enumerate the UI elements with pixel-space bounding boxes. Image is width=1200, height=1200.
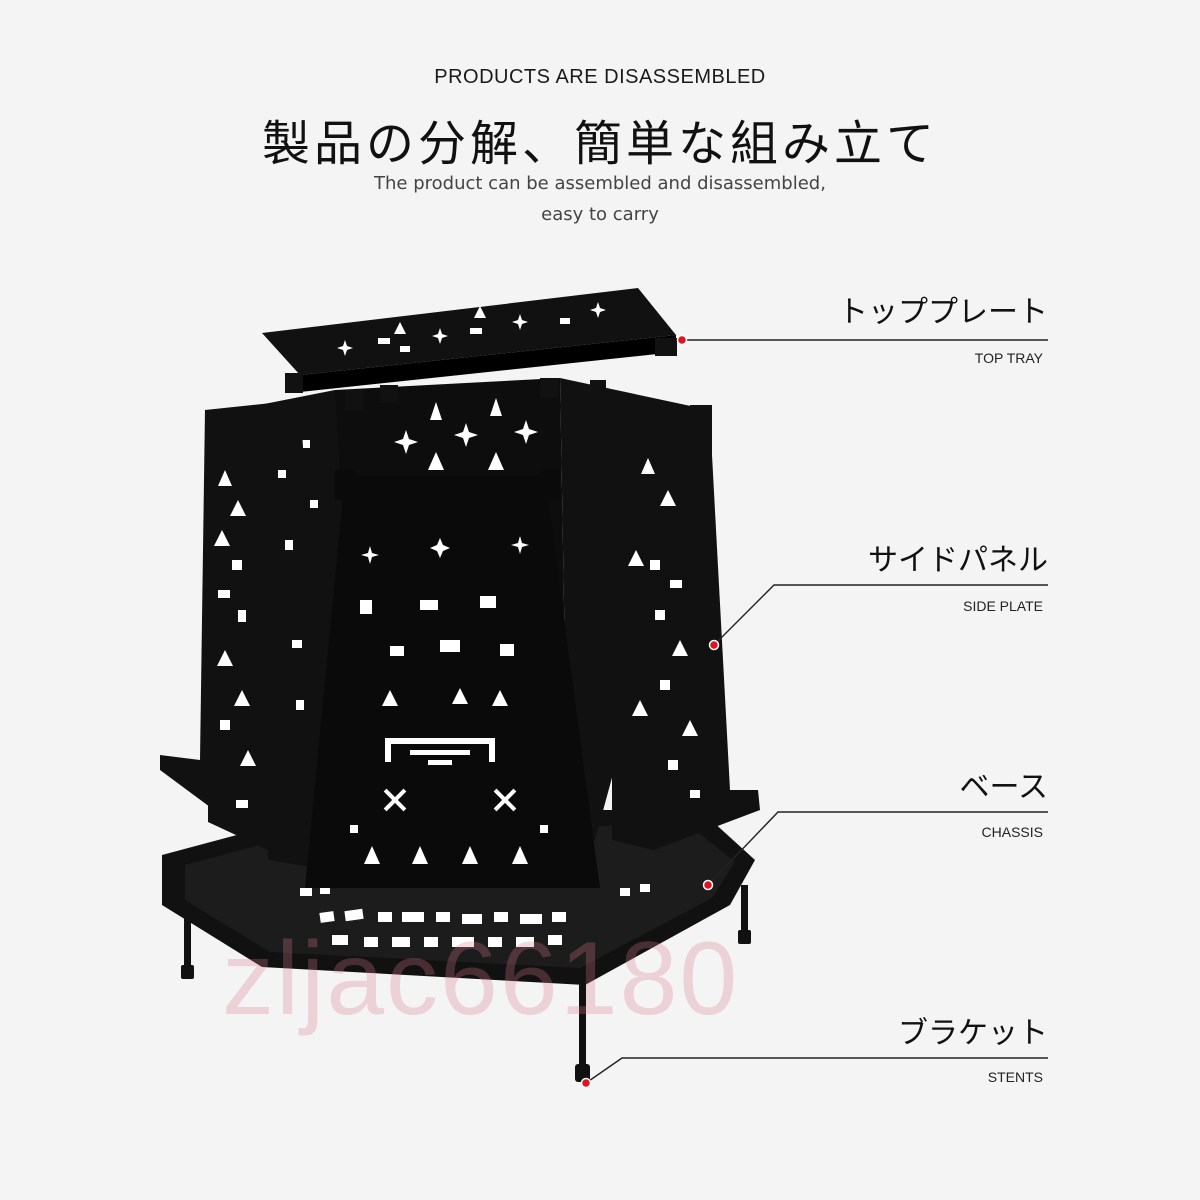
callout-dot-stents — [580, 1077, 592, 1089]
leg-front-foot — [575, 1064, 590, 1082]
side-plate-front — [305, 470, 600, 888]
callout-dot-top-tray — [676, 334, 688, 346]
side-plate-right — [612, 412, 760, 850]
callout-label-stents-jp: ブラケット — [898, 1016, 1048, 1051]
front-panel-cutouts — [350, 536, 548, 864]
callout-label-chassis-jp: ベース — [959, 770, 1049, 805]
callout-dot-side-plate — [708, 639, 720, 651]
header-eyebrow: PRODUCTS ARE DISASSEMBLED — [434, 66, 766, 88]
leg-left-foot — [181, 965, 194, 979]
callout-label-top-tray-en: TOP TRAY — [974, 350, 1043, 366]
side-plate-left — [160, 400, 330, 870]
callout-line-stents — [585, 1057, 1048, 1084]
watermark: zljac66180 — [222, 921, 740, 1037]
stents-legs — [181, 885, 751, 1082]
callout-label-side-plate-en: SIDE PLATE — [963, 598, 1043, 614]
subtitle-line-1: The product can be assembled and disasse… — [374, 173, 826, 194]
callout-label-top-tray-jp: トッププレート — [838, 295, 1048, 330]
page-title: 製品の分解、簡単な組み立て — [261, 116, 938, 172]
callout-label-chassis-en: CHASSIS — [981, 824, 1043, 840]
top-tray — [262, 288, 677, 393]
leg-right-foot — [738, 930, 751, 944]
leg-front — [579, 950, 586, 1070]
leg-right — [741, 885, 748, 935]
callout-label-side-plate-jp: サイドパネル — [868, 543, 1048, 578]
callout-dot-chassis — [702, 879, 714, 891]
callout-line-side-plate — [713, 584, 1048, 646]
callout-line-chassis — [707, 811, 1048, 886]
leg-left — [184, 890, 191, 970]
subtitle-line-2: easy to carry — [541, 204, 659, 225]
callout-label-stents-en: STENTS — [987, 1069, 1043, 1085]
callout-lines — [585, 339, 1048, 1084]
callout-dots — [580, 334, 720, 1089]
chassis-grate-cutouts — [300, 884, 650, 947]
